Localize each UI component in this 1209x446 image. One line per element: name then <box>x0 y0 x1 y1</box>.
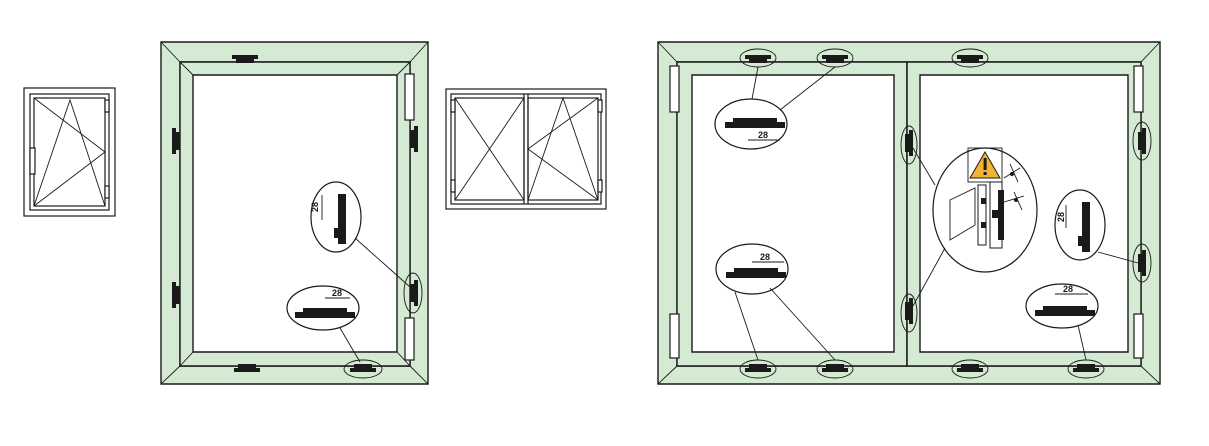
keeper-detail-callout: 28 28 <box>286 181 411 363</box>
keeper-hardware-icon <box>739 48 1152 379</box>
dimension-label: 28 <box>1063 284 1073 294</box>
window-double-sash-icon <box>445 88 607 210</box>
dimension-label: 28 <box>1056 212 1066 222</box>
window-tilt-turn-icon <box>23 87 116 217</box>
keeper-detail-callout: 28 28 28 28 <box>714 66 1139 361</box>
warning-triangle-icon <box>969 150 1001 179</box>
dimension-label: 28 <box>332 288 342 298</box>
dimension-label: 28 <box>760 252 770 262</box>
mullion-detail-callout <box>912 147 1038 307</box>
dimension-label: 28 <box>758 130 768 140</box>
single-window-frame <box>160 41 429 385</box>
dimension-label: 28 <box>310 202 320 212</box>
hinge-icon <box>404 73 415 361</box>
keeper-hardware-icon <box>172 55 423 379</box>
hinge-icon <box>669 65 1144 359</box>
